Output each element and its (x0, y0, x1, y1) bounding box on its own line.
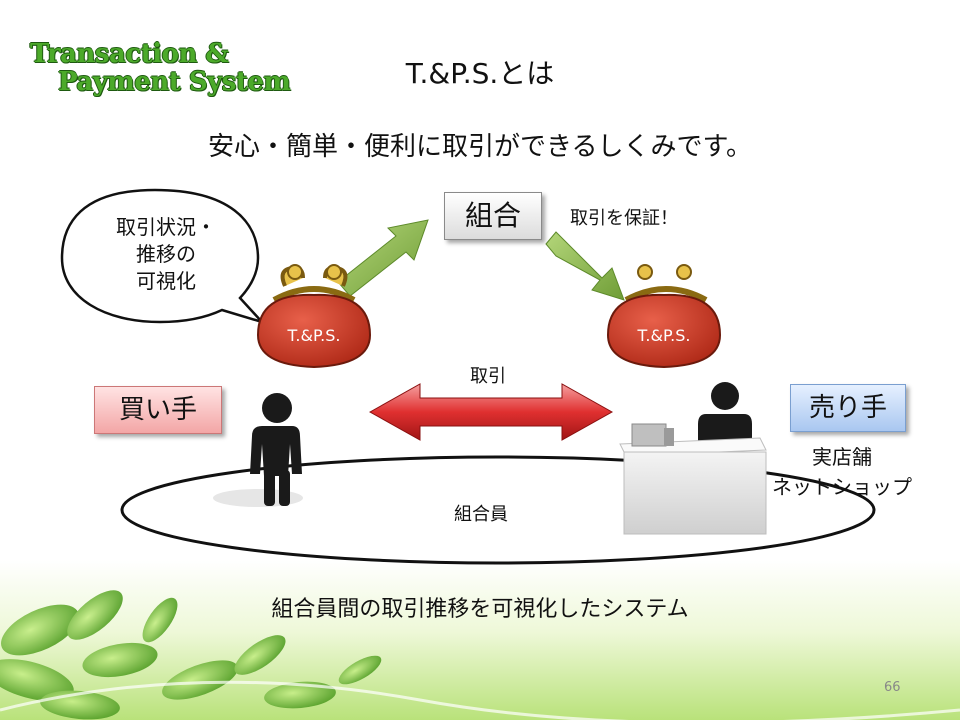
union-box: 組合 (444, 192, 542, 240)
bubble-text: 取引状況・ 推移の 可視化 (86, 214, 246, 295)
shop-line-1: 実店舗 (812, 445, 872, 469)
bubble-line-1: 取引状況・ (116, 215, 216, 239)
wallet-right-label: T.&P.S. (637, 326, 691, 345)
seller-label-box: 売り手 (790, 384, 906, 432)
members-label: 組合員 (454, 504, 508, 525)
slide-title: T.&P.S.とは (405, 57, 555, 90)
bubble-line-3: 可視化 (136, 269, 196, 293)
wallet-left-icon (256, 264, 372, 369)
speech-bubble (60, 188, 266, 325)
shop-line-2: ネットショップ (772, 475, 912, 499)
guarantee-label: 取引を保証！ (570, 208, 678, 229)
bubble-line-2: 推移の (136, 242, 196, 266)
leaf-background (0, 560, 960, 720)
arrow-up-to-union (337, 219, 429, 297)
wallet-left-label: T.&P.S. (287, 326, 341, 345)
wallet-right-icon (606, 264, 722, 369)
diagram-graphics (60, 188, 876, 565)
page-number: 66 (884, 680, 901, 695)
slide-footer: 組合員間の取引推移を可視化したシステム (271, 597, 689, 622)
buyer-figure-icon (213, 393, 303, 507)
transaction-double-arrow (368, 383, 614, 441)
logo-line1: Transaction & (30, 39, 229, 69)
buyer-label-box: 買い手 (94, 386, 222, 434)
slide-subtitle: 安心・簡単・便利に取引ができるしくみです。 (208, 132, 752, 162)
shop-types: 実店舗 ネットショップ (772, 442, 912, 502)
transaction-label: 取引 (470, 366, 506, 387)
system-logo: Transaction & Payment System (30, 39, 291, 97)
seller-counter-icon (619, 382, 767, 535)
arrow-down-from-union (545, 231, 625, 301)
member-circle (120, 455, 876, 565)
logo-line2: Payment System (58, 67, 291, 97)
